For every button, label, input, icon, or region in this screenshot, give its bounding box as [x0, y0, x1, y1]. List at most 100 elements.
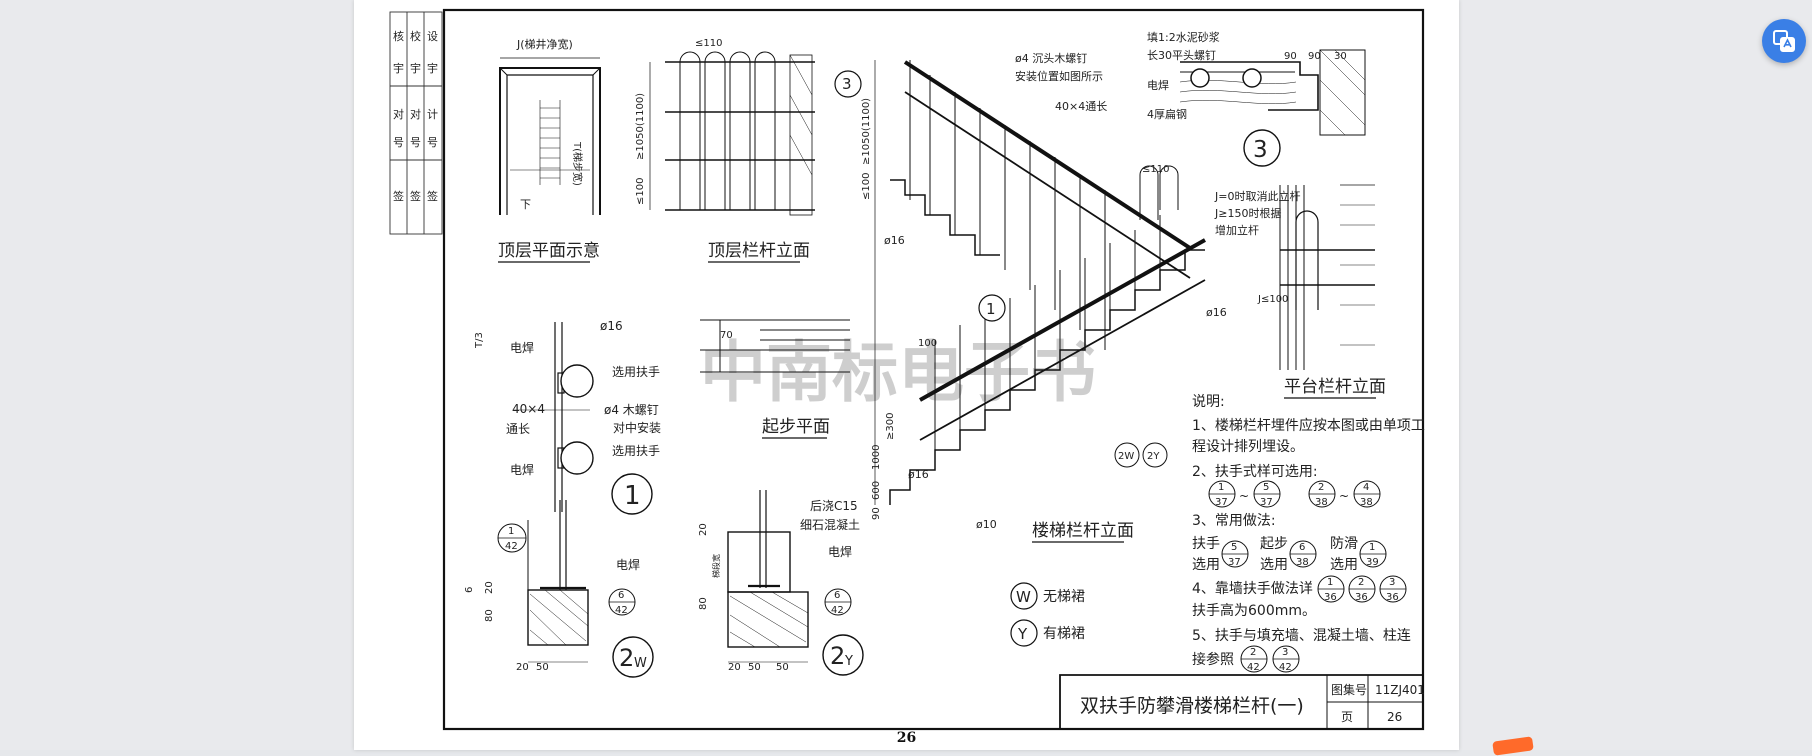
dim-label: 70 — [720, 330, 733, 341]
annotation: 电焊 — [510, 340, 534, 355]
annotation: 4厚扁钢 — [1147, 108, 1187, 121]
ref-badge: 438 — [1353, 480, 1381, 508]
svg-text:2: 2 — [1358, 577, 1364, 588]
legend-w-text: 无梯裙 — [1043, 589, 1085, 605]
dim-label: 20 — [728, 662, 741, 673]
notes-line: 4、靠墙扶手做法详 — [1192, 581, 1313, 597]
reference-circle — [978, 294, 1006, 322]
side-label: 号 — [393, 136, 404, 149]
svg-text:38: 38 — [1315, 497, 1328, 508]
drawing-sheet: 核 校 设 宇 宇 宇 对 对 计 号 号 号 签 签 签 — [389, 8, 1425, 731]
reference-top: 6 — [618, 590, 624, 601]
detail-number-circle — [611, 473, 653, 515]
legend-y-circle — [1010, 619, 1038, 647]
side-signature-labels: 核 校 设 宇 宇 宇 对 对 计 号 号 号 签 签 签 — [393, 29, 438, 203]
detail-number-circle — [822, 634, 864, 676]
notes-line: 选用 — [1260, 557, 1288, 573]
detail-number: 1 — [624, 481, 641, 511]
title-block — [1059, 674, 1423, 729]
detail-suffix: W — [634, 656, 647, 671]
detail-number: 3 — [1253, 137, 1268, 163]
annotation: 40×4 — [512, 402, 545, 416]
notes-line: 5、扶手与填充墙、混凝土墙、柱连 — [1192, 628, 1411, 644]
side-signature-strip — [389, 11, 443, 235]
side-label: 对 — [410, 107, 421, 121]
notes-title: 说明: — [1192, 394, 1225, 410]
detail-suffix: Y — [844, 654, 853, 669]
reference-tag: 2Y — [1147, 451, 1160, 462]
side-label: 设 — [427, 30, 438, 43]
view-title-platform-railing: 平台栏杆立面 — [1284, 377, 1386, 397]
ref-badge: 139 — [1359, 540, 1387, 568]
dim-label: ≤100 — [861, 173, 872, 200]
dim-label: 30 — [1334, 51, 1347, 62]
side-label: 宇 — [427, 62, 438, 75]
svg-text:1: 1 — [1218, 482, 1224, 493]
annotation: 安装位置如图所示 — [1015, 69, 1103, 83]
platform-railing-elevation — [1279, 184, 1375, 370]
svg-text:3: 3 — [1282, 647, 1288, 658]
ref-badge: 638 — [1289, 540, 1317, 568]
dim-label: 90 — [1308, 51, 1321, 62]
svg-text:37: 37 — [1215, 497, 1228, 508]
svg-text:5: 5 — [1231, 542, 1237, 553]
side-label: 校 — [410, 29, 421, 43]
annotation: 电焊 — [510, 462, 534, 477]
title-block-value: 26 — [1387, 710, 1402, 724]
reference-circle — [1142, 442, 1168, 468]
dim-label: 90 — [871, 507, 882, 520]
dim-label: ≥1050(1100) — [635, 93, 646, 160]
svg-text:38: 38 — [1296, 557, 1309, 568]
side-label: 签 — [427, 189, 438, 203]
annotation: 细石混凝土 — [800, 517, 860, 532]
svg-text:37: 37 — [1228, 557, 1241, 568]
title-block-label: 页 — [1341, 710, 1353, 724]
svg-text:6: 6 — [1299, 542, 1305, 553]
annotation: 对中安装 — [613, 420, 661, 435]
document-page[interactable]: 核 校 设 宇 宇 宇 对 对 计 号 号 号 签 签 签 — [354, 0, 1459, 750]
title-block-value: 11ZJ401 — [1375, 683, 1425, 697]
translate-icon — [1773, 30, 1795, 52]
annotation: 通长 — [506, 422, 530, 436]
side-label: 签 — [393, 189, 404, 203]
view-title-stair-railing: 楼梯栏杆立面 — [1032, 521, 1134, 541]
svg-text:1: 1 — [1327, 577, 1333, 588]
drawing-title: 双扶手防攀滑楼梯栏杆(一) — [1080, 695, 1304, 717]
svg-text:42: 42 — [1247, 662, 1260, 673]
dim-label: ≥1050(1100) — [861, 98, 872, 165]
detail-number-circle — [612, 636, 654, 678]
page-number: 26 — [896, 730, 917, 746]
down-label: 下 — [520, 198, 531, 211]
top-plan-view — [499, 57, 601, 215]
side-label: 号 — [427, 136, 438, 149]
side-label: 号 — [410, 136, 421, 149]
annotation: 选用扶手 — [612, 364, 660, 379]
side-label: 核 — [393, 29, 404, 43]
svg-text:39: 39 — [1366, 557, 1379, 568]
svg-text:42: 42 — [1279, 662, 1292, 673]
side-label: 计 — [427, 108, 438, 121]
notes-line: 扶手高为600mm。 — [1192, 602, 1316, 619]
annotation: 长30平头螺钉 — [1147, 49, 1216, 62]
svg-text:37: 37 — [1260, 497, 1273, 508]
dim-label: 90 — [1284, 51, 1297, 62]
annotation: J≥150时根据 — [1214, 206, 1281, 220]
handrail-bar-section — [1242, 68, 1262, 88]
reference-bottom: 42 — [831, 605, 844, 616]
notes-refs: 137 ~ 537 238 ~ 438 537 638 139 136 236 … — [1208, 480, 1407, 673]
detail-number-circle — [1243, 129, 1281, 167]
svg-text:2: 2 — [1250, 647, 1256, 658]
annotation: 填1:2水泥砂浆 — [1147, 30, 1220, 44]
svg-text:36: 36 — [1386, 592, 1399, 603]
dim-label: 6 — [464, 587, 475, 593]
translate-button[interactable] — [1762, 19, 1806, 63]
side-label: 对 — [393, 107, 404, 121]
dim-label: 20 — [516, 662, 529, 673]
dim-label: ø10 — [976, 518, 997, 531]
notes-block: 说明: 1、楼梯栏杆埋件应按本图或由单项工 程设计排列埋设。 2、扶手式样可选用… — [1192, 394, 1425, 668]
annotation: J=0时取消此立杆 — [1214, 189, 1300, 203]
ref-badge: 238 — [1308, 480, 1336, 508]
dim-label: 80 — [698, 597, 709, 610]
dim-label: 50 — [536, 662, 549, 673]
svg-text:2: 2 — [1318, 482, 1324, 493]
